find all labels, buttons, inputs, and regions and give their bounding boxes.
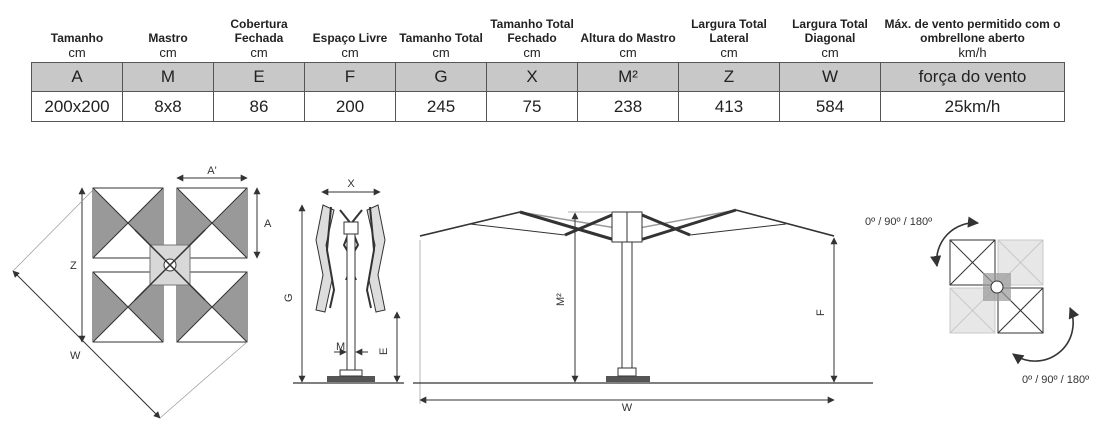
- label-x: X: [347, 178, 355, 190]
- code-cell: M: [122, 62, 214, 92]
- label-m2: M²: [555, 293, 567, 306]
- value-cell: 25km/h: [880, 91, 1065, 122]
- label-w-open: W: [622, 402, 633, 414]
- code-cell: W: [779, 62, 881, 92]
- open-base: [606, 376, 650, 382]
- code-cell: força do vento: [880, 62, 1065, 92]
- label-f: F: [815, 309, 827, 316]
- rotation-label-bottom: 0º / 90º / 180º: [1022, 374, 1089, 386]
- open-mast: [621, 241, 633, 377]
- value-row: 200x200 8x8 86 200 245 75 238 413 584 25…: [31, 91, 1065, 122]
- code-cell: G: [395, 62, 487, 92]
- rotation-arrow-top-icon: [930, 216, 980, 268]
- top-view: A' A Z W: [12, 165, 272, 419]
- canopy-top-right: [176, 187, 248, 259]
- label-z: Z: [70, 260, 77, 272]
- value-cell: 413: [678, 91, 780, 122]
- canopy-top-left: [92, 187, 164, 259]
- closed-base: [327, 376, 375, 382]
- value-cell: 75: [486, 91, 578, 122]
- open-side-view: M² F W: [413, 208, 873, 414]
- value-cell: 200: [304, 91, 396, 122]
- value-cell: 86: [213, 91, 305, 122]
- code-cell: A: [31, 62, 123, 92]
- closed-side-view: X G E M: [283, 178, 404, 384]
- code-cell: X: [486, 62, 578, 92]
- label-a-prime: A': [207, 165, 216, 177]
- code-cell: F: [304, 62, 396, 92]
- label-a: A: [264, 218, 272, 230]
- closed-mast: [346, 233, 356, 377]
- rotation-arrow-bottom-icon: [1012, 306, 1080, 365]
- code-row: A M E F G X M² Z W força do vento: [31, 62, 1065, 92]
- rotation-view: 0º / 90º / 180º 0º / 90º / 180º: [865, 216, 1089, 386]
- dimension-w-diagonal: [12, 270, 161, 419]
- value-cell: 238: [577, 91, 679, 122]
- value-cell: 8x8: [122, 91, 214, 122]
- label-w-diagonal: W: [70, 350, 81, 362]
- code-cell: Z: [678, 62, 780, 92]
- header-cell-wind: Máx. de vento permitido com o ombrellone…: [884, 17, 1061, 60]
- umbrella-technical-drawing: A' A Z W X G E: [12, 165, 1089, 419]
- value-cell: 200x200: [31, 91, 123, 122]
- code-cell: E: [213, 62, 305, 92]
- label-g: G: [283, 293, 295, 302]
- value-cell: 245: [395, 91, 487, 122]
- value-cell: 584: [779, 91, 881, 122]
- label-e: E: [378, 348, 390, 355]
- rotation-label-top: 0º / 90º / 180º: [865, 216, 932, 228]
- label-m: M: [336, 341, 345, 353]
- code-cell: M²: [577, 62, 679, 92]
